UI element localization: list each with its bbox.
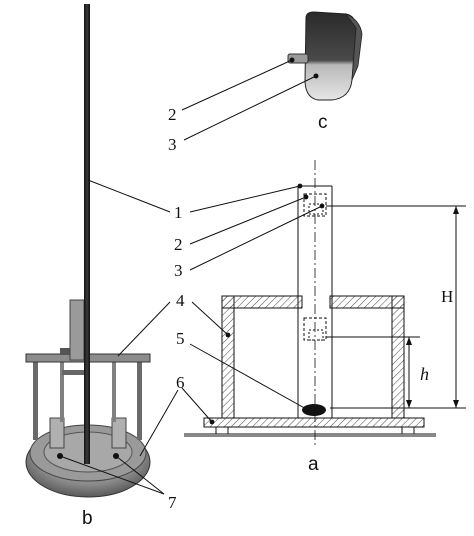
support-block-right [111,417,127,449]
callout-4: 4 [176,291,185,310]
dimension-h: h [420,364,429,384]
frame-right-wall [391,295,405,419]
frame-post-left [33,360,38,440]
panel-b-photo [25,4,151,498]
callout-7: 7 [168,493,177,512]
frame-left-wall [221,295,235,419]
labels: 2 3 c 1 2 3 4 5 6 7 H h a b [82,105,453,529]
callout-6: 6 [176,373,185,392]
callout-c-2: 2 [168,105,177,124]
callout-5: 5 [176,329,185,348]
frame-top-left [221,295,303,309]
frame-post-back-right [112,362,116,422]
dimension-H: H [441,287,453,306]
panel-a-schematic [184,160,466,448]
callout-1: 1 [174,203,183,222]
base-plate-section [203,417,425,428]
caption-b: b [82,508,93,529]
frame-post-back-left [60,362,64,422]
clamp-knob [60,348,76,355]
guide-plate [69,299,85,361]
callout-a-2: 2 [174,235,183,254]
specimen [302,404,326,416]
weight-side [344,13,363,81]
caption-c: c [318,112,328,133]
clamp-screw [62,370,84,375]
panel-c-photo [287,11,363,101]
leader-lines [59,59,323,495]
caption-a: a [308,454,319,475]
callout-c-3: 3 [168,135,177,154]
frame-top-right [329,295,405,309]
drop-rod [84,4,90,464]
support-block-left [49,417,65,449]
frame-post-right [137,360,142,440]
drop-weight [304,11,357,101]
callout-a-3: 3 [174,261,183,280]
